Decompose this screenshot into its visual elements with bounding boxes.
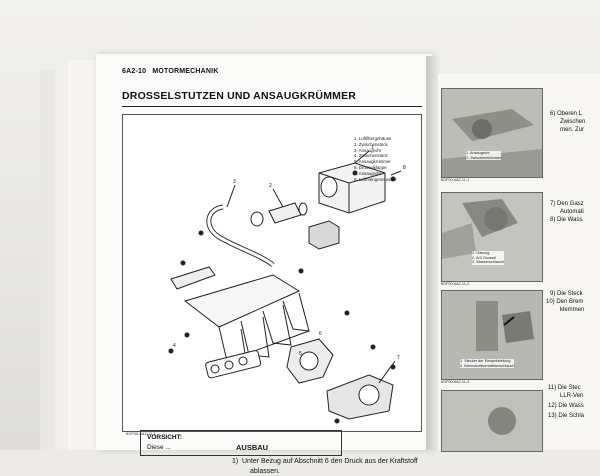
instruction-line: 12) Die Wass — [548, 403, 584, 409]
callout-2: 2 — [269, 183, 272, 189]
legend-item: 4. Zwischenstück — [354, 153, 388, 159]
instruction-line: men. Zur — [560, 127, 585, 133]
right-page: 1. Ansaugrohr 2. Zwischenkrümmer 6GF00-6… — [438, 74, 600, 452]
legend-item: 2. Zwischenstück — [354, 141, 388, 147]
exploded-view-figure: 1 2 3 4 5 6 7 8 — [122, 114, 422, 432]
section-name: MOTORMECHANIK — [152, 68, 219, 75]
photo-4 — [441, 390, 543, 452]
instruction-line: 13) Die Schla — [548, 413, 585, 419]
step-text: Unter Bezug auf Abschnitt 6 den Druck au… — [242, 458, 418, 465]
callout-7: 7 — [397, 355, 400, 361]
caution-title: VORSICHT: — [147, 434, 183, 441]
instruction-line: klemmen — [560, 307, 585, 313]
instruction-line: 11) Die Stec — [548, 385, 581, 391]
legend-item: 6. Drosselklappe — [354, 164, 387, 170]
instruction-line: Automati — [560, 209, 584, 215]
legend-item: 8. Luftmengenmesser — [354, 176, 397, 182]
instruction-line: 9) Die Steck — [550, 291, 583, 297]
photo-3: 1. Stecker der Einspritzleitung 2. Brems… — [441, 290, 543, 380]
caution-text: Diese ... — [147, 444, 171, 451]
photo-caption: 1. Gaszug 2. A/C Drossel 3. Wasserschlau… — [472, 251, 504, 265]
photo-caption: 1. Ansaugrohr 2. Zwischenkrümmer — [466, 151, 502, 161]
instruction-line: 7) Den Gasz — [550, 201, 584, 207]
instruction-line: 8) Die Wass — [550, 217, 583, 223]
step-number: 1) — [232, 458, 239, 465]
photo-1: 1. Ansaugrohr 2. Zwischenkrümmer — [441, 88, 543, 178]
instruction-line: LLR-Ven — [560, 393, 584, 399]
callout-6: 6 — [319, 331, 322, 337]
legend-item: 7. Ansaugrohr — [354, 170, 382, 176]
instruction-line: Zwischen — [560, 119, 586, 125]
figure-legend: 1. Luftfiltergehäuse 2. Zwischenstück 3.… — [354, 136, 396, 182]
engine-photo — [442, 89, 542, 177]
left-page: 6A2-10 MOTORMECHANIK DROSSELSTUTZEN UND … — [96, 54, 432, 475]
photo-id: 6GF00-6A2-11-1 — [441, 178, 470, 182]
photo-caption: 1. Stecker der Einspritzleitung 2. Brems… — [460, 359, 515, 369]
page-number: 6A2-10 — [122, 68, 147, 75]
title-divider — [122, 106, 422, 107]
callout-4: 4 — [173, 343, 176, 349]
caution-box: VORSICHT: Diese ... — [140, 430, 342, 456]
engine-photo — [442, 391, 542, 451]
step-text-cont: ablassen. — [250, 468, 280, 475]
photo-id: 6GF00-6A2-11-3 — [441, 380, 470, 384]
engine-photo — [442, 193, 542, 281]
callout-1: 1 — [371, 145, 374, 151]
intake-manifold-drawing: 1 2 3 4 5 6 7 8 — [168, 145, 406, 424]
instruction-line: 10) Den Brem — [546, 299, 584, 305]
instruction-line: 6) Oberen L — [550, 111, 583, 117]
legend-item: 3. Ansaugrohr — [354, 147, 382, 153]
page-header: 6A2-10 MOTORMECHANIK — [122, 68, 219, 75]
page-title: DROSSELSTUTZEN UND ANSAUGKRÜMMER — [122, 90, 357, 102]
photo-2: 1. Gaszug 2. A/C Drossel 3. Wasserschlau… — [441, 192, 543, 282]
callout-3: 3 — [233, 179, 236, 185]
photo-id: 6GF00-6A2-11-2 — [441, 282, 470, 286]
callout-8: 8 — [403, 165, 406, 171]
ausbau-heading: AUSBAU — [236, 443, 269, 452]
callout-5: 5 — [299, 351, 302, 357]
legend-item: 1. Luftfiltergehäuse — [354, 136, 392, 141]
legend-item: 5. Ansaugkrümmer — [354, 159, 391, 165]
